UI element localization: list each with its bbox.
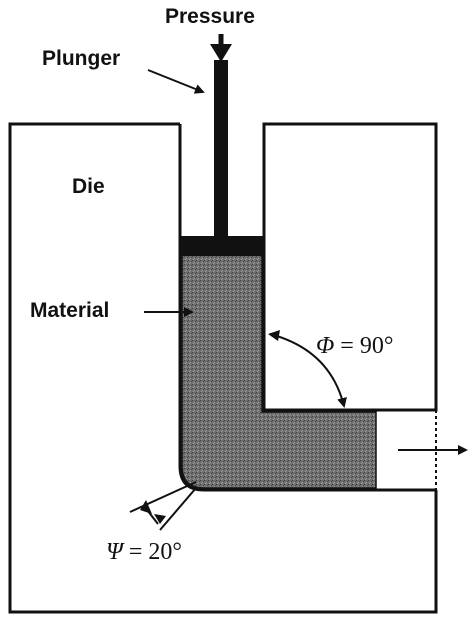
psi-line-2: [159, 487, 197, 531]
material-label: Material: [30, 299, 110, 322]
die-left-block: [8, 122, 438, 614]
phi-value: = 90°: [334, 333, 394, 359]
psi-angle-label: Ψ = 20°: [106, 540, 182, 564]
die-channel-outer-wall: [178, 124, 436, 492]
phi-angle-arc: [269, 333, 347, 408]
plunger-head: [180, 236, 264, 256]
die-right-block: [262, 122, 438, 412]
plunger-rod: [214, 60, 228, 238]
exit-channel: [376, 408, 436, 492]
die-label: Die: [72, 175, 105, 198]
pressure-label: Pressure: [165, 5, 255, 28]
phi-symbol: Φ: [316, 333, 335, 359]
pressure-arrowhead: [210, 44, 232, 62]
plunger-label: Plunger: [42, 47, 121, 70]
psi-line-1: [129, 481, 197, 513]
material-billet: [181, 253, 377, 489]
phi-angle-label: Φ = 90°: [316, 334, 393, 358]
psi-value: = 20°: [122, 539, 183, 565]
psi-arrowhead-1: [140, 500, 152, 514]
phi-angle-arrowhead-start: [268, 330, 280, 341]
psi-arrowhead-2: [154, 514, 166, 524]
plunger-pointer: [147, 69, 205, 94]
psi-symbol: Ψ: [106, 539, 123, 565]
